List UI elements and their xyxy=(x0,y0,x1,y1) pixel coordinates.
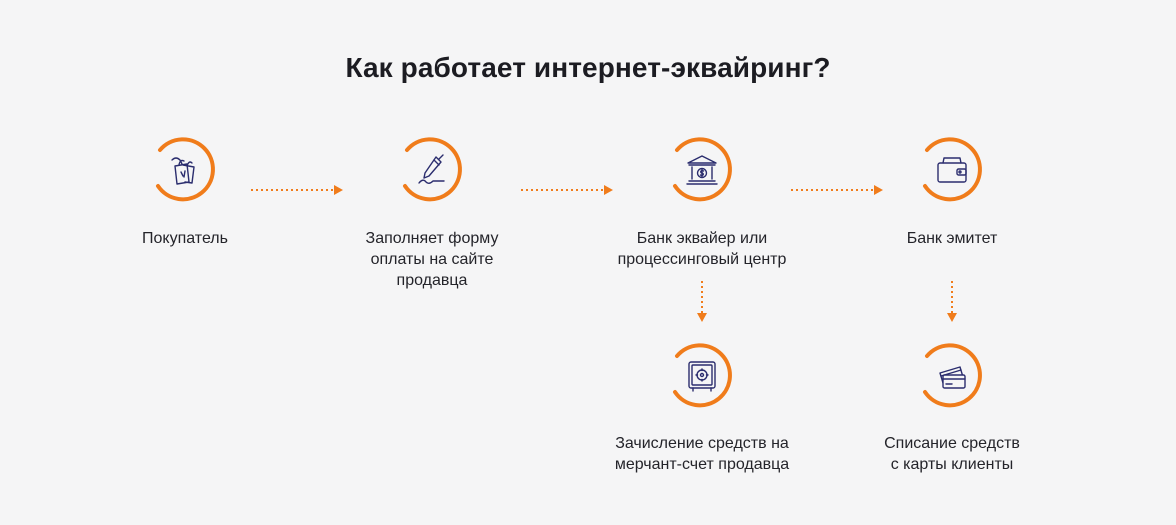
step-4-ring xyxy=(913,131,991,209)
step-6-ring xyxy=(913,337,991,415)
arrow-down-1 xyxy=(697,281,707,322)
step-1-ring xyxy=(146,131,224,209)
step-5-label: Зачисление средств на мерчант-счет прода… xyxy=(614,435,790,473)
step-3-ring xyxy=(663,131,741,209)
bank-building-icon xyxy=(686,155,718,185)
step-1-label: Покупатель xyxy=(142,230,228,247)
step-3-label: Банк эквайер или процессинговый центр xyxy=(617,230,787,268)
arrow-right-1 xyxy=(251,185,343,195)
arrow-right-3 xyxy=(791,185,883,195)
arrow-right-2 xyxy=(521,185,613,195)
shopping-bags-icon xyxy=(171,157,195,185)
credit-cards-icon xyxy=(939,366,966,389)
step-6-label: Списание средств с карты клиенты xyxy=(884,435,1020,473)
pen-signature-icon xyxy=(418,154,445,184)
step-5-ring xyxy=(663,337,741,415)
diagram-title: Как работает интернет-эквайринг? xyxy=(345,52,831,83)
step-2-label: Заполняет форму оплаты на сайте продавца xyxy=(365,230,499,289)
step-2-ring xyxy=(393,131,471,209)
arrow-down-2 xyxy=(947,281,957,322)
safe-icon xyxy=(688,361,716,392)
step-4-label: Банк эмитет xyxy=(906,230,998,247)
wallet-icon xyxy=(937,157,967,183)
